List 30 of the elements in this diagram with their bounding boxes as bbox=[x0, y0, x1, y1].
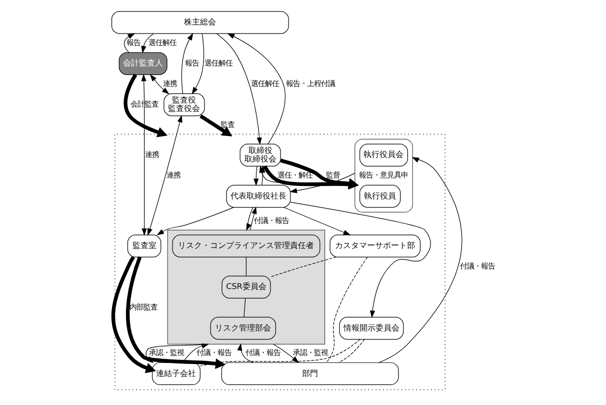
arrow bbox=[284, 206, 351, 235]
arrow bbox=[216, 32, 262, 144]
arrow bbox=[156, 206, 234, 235]
connector bbox=[246, 256, 247, 276]
arrow bbox=[111, 256, 156, 373]
arrow bbox=[237, 342, 254, 362]
arrow bbox=[124, 32, 136, 52]
arrow bbox=[290, 201, 431, 318]
arrow bbox=[124, 73, 168, 137]
arrow bbox=[273, 343, 300, 363]
arrow bbox=[141, 32, 154, 53]
arrow bbox=[126, 256, 226, 368]
arrow bbox=[200, 114, 232, 136]
arrow bbox=[181, 32, 194, 94]
connector bbox=[244, 297, 246, 317]
arrow bbox=[227, 32, 286, 144]
arrow bbox=[378, 156, 462, 362]
arrow bbox=[150, 74, 170, 94]
arrow bbox=[192, 32, 204, 94]
cluster bbox=[114, 133, 446, 390]
arrow bbox=[246, 206, 254, 230]
arrow bbox=[290, 172, 356, 193]
arrow bbox=[250, 206, 257, 230]
cluster bbox=[354, 138, 413, 212]
arrow bbox=[141, 73, 147, 236]
arrow bbox=[254, 165, 259, 186]
connector bbox=[338, 338, 365, 362]
arrow bbox=[147, 114, 182, 236]
cluster bbox=[167, 229, 326, 344]
connector bbox=[326, 256, 368, 362]
